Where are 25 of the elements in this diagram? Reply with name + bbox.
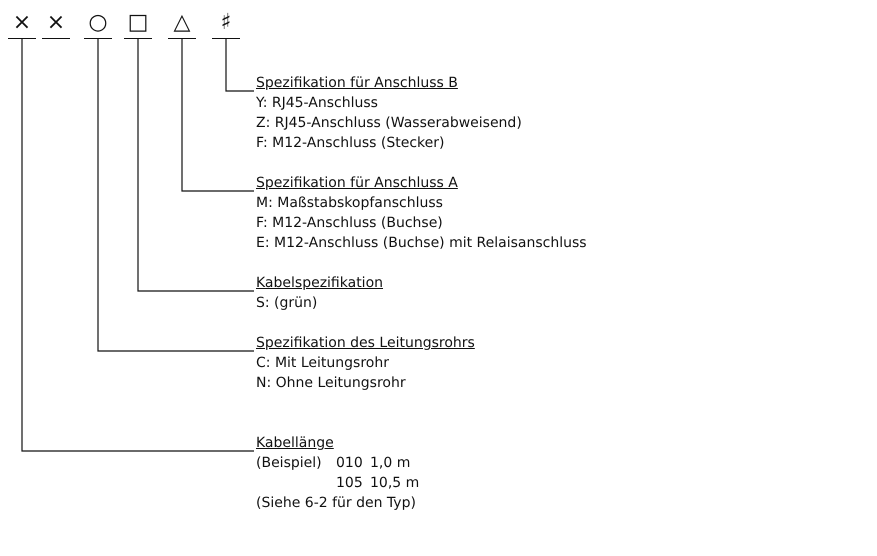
option-text: (Siehe 6-2 für den Typ)	[256, 494, 416, 512]
option-text: F: M12-Anschluss (Stecker)	[256, 134, 444, 152]
leader-line	[21, 39, 254, 452]
section-heading: Kabellänge	[256, 434, 334, 452]
leader-line	[137, 39, 254, 292]
section-heading: Spezifikation für Anschluss A	[256, 174, 458, 192]
option-text: 10,5 m	[370, 474, 420, 492]
option-text: 105	[336, 474, 363, 492]
option-text: M: Maßstabskopfanschluss	[256, 194, 443, 212]
option-text: 010	[336, 454, 363, 472]
option-text: C: Mit Leitungsrohr	[256, 354, 389, 372]
section-heading: Kabelspezifikation	[256, 274, 384, 292]
option-text: S: (grün)	[256, 294, 318, 312]
section-heading: Spezifikation für Anschluss B	[256, 74, 458, 92]
option-text: Z: RJ45-Anschluss (Wasserabweisend)	[256, 114, 522, 132]
option-text: (Beispiel)	[256, 454, 322, 472]
section-heading: Spezifikation des Leitungsrohrs	[256, 334, 475, 352]
leader-line	[181, 39, 254, 192]
leader-line	[225, 39, 254, 92]
option-text: Y: RJ45-Anschluss	[256, 94, 378, 112]
option-text: N: Ohne Leitungsrohr	[256, 374, 406, 392]
leader-line	[97, 39, 254, 352]
option-text: F: M12-Anschluss (Buchse)	[256, 214, 443, 232]
option-text: E: M12-Anschluss (Buchse) mit Relaisanschluss	[256, 234, 587, 252]
option-text: 1,0 m	[370, 454, 410, 472]
